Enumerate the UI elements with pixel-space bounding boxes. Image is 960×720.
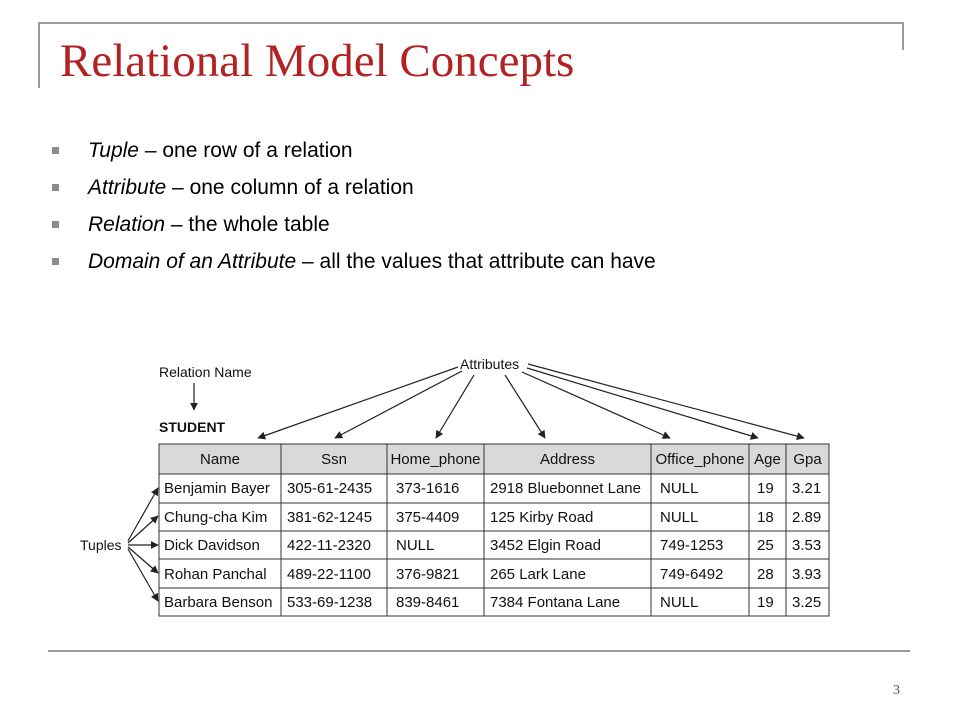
bullet-term: Relation [88, 213, 166, 236]
bullet-square-icon [52, 147, 59, 154]
slide-title: Relational Model Concepts [60, 35, 575, 87]
cell-address: 3452 Elgin Road [490, 537, 601, 554]
cell-age: 18 [757, 509, 774, 526]
bullet-term: Tuple [88, 139, 139, 162]
cell-address: 2918 Bluebonnet Lane [490, 480, 641, 497]
cell-address: 125 Kirby Road [490, 509, 593, 526]
cell-gpa: 2.89 [792, 509, 821, 526]
cell-name: Rohan Panchal [164, 566, 267, 583]
table-grid [159, 444, 829, 616]
table-row: Benjamin Bayer 305-61-2435 373-1616 2918… [164, 480, 821, 497]
cell-address: 7384 Fontana Lane [490, 594, 620, 611]
cell-age: 28 [757, 566, 774, 583]
cell-age: 19 [757, 480, 774, 497]
cell-name: Dick Davidson [164, 537, 260, 554]
tuple-arrow [127, 515, 159, 544]
table-row: Rohan Panchal 489-22-1100 376-9821 265 L… [164, 566, 821, 583]
cell-office-phone: 749-6492 [660, 566, 723, 583]
tuple-arrow [127, 546, 159, 574]
column-header-home-phone: Home_phone [390, 451, 480, 468]
bullet-square-icon [52, 221, 59, 228]
cell-office-phone: 749-1253 [660, 537, 723, 554]
table-header-background [159, 444, 829, 474]
tuple-arrows [127, 487, 159, 602]
bullet-definition: – all the values that attribute can have [296, 250, 656, 273]
frame-left-line [38, 22, 40, 88]
column-header-name: Name [200, 451, 240, 468]
bullet-square-icon [52, 258, 59, 265]
bullet-text: Relation – the whole table [88, 212, 330, 238]
tuples-label: Tuples [80, 537, 122, 553]
frame-top-line [38, 22, 904, 24]
table-row: Barbara Benson 533-69-1238 839-8461 7384… [164, 594, 821, 611]
bullet-text: Attribute – one column of a relation [88, 175, 414, 201]
attribute-arrow-address [504, 374, 546, 439]
cell-office-phone: NULL [660, 509, 698, 526]
attribute-arrow-ssn [334, 370, 463, 439]
cell-ssn: 305-61-2435 [287, 480, 372, 497]
cell-gpa: 3.93 [792, 566, 821, 583]
attribute-arrow-name [257, 366, 459, 440]
column-header-age: Age [754, 451, 781, 468]
cell-ssn: 422-11-2320 [287, 537, 371, 554]
attribute-arrow-home-phone [435, 374, 475, 439]
bullet-term: Domain of an Attribute [88, 250, 297, 273]
cell-home-phone: 373-1616 [396, 480, 459, 497]
cell-age: 25 [757, 537, 774, 554]
bullet-definition: – one column of a relation [166, 176, 414, 199]
cell-ssn: 381-62-1245 [287, 509, 372, 526]
relation-name-label: Relation Name [159, 364, 252, 380]
page-number: 3 [893, 683, 900, 698]
table-name: STUDENT [159, 419, 226, 435]
cell-office-phone: NULL [660, 594, 698, 611]
attribute-arrow-gpa [527, 363, 805, 440]
cell-name: Benjamin Bayer [164, 480, 270, 497]
bullet-text: Domain of an Attribute – all the values … [88, 249, 656, 275]
column-header-address: Address [540, 451, 595, 468]
bullet-definition: – one row of a relation [138, 139, 353, 162]
cell-home-phone: 375-4409 [396, 509, 459, 526]
header-row: Name Ssn Home_phone Address Office_phone… [200, 451, 822, 468]
frame-right-line [902, 22, 904, 50]
attribute-arrow-office-phone [521, 371, 671, 439]
table-row: Chung-cha Kim 381-62-1245 375-4409 125 K… [164, 509, 821, 526]
cell-gpa: 3.25 [792, 594, 821, 611]
cell-address: 265 Lark Lane [490, 566, 586, 583]
student-table: Name Ssn Home_phone Address Office_phone… [158, 443, 830, 617]
cell-age: 19 [757, 594, 774, 611]
bullet-definition: – the whole table [165, 213, 330, 236]
attributes-label: Attributes [460, 356, 519, 372]
cell-ssn: 533-69-1238 [287, 594, 372, 611]
frame-bottom-line [48, 650, 910, 652]
attribute-arrow-age [526, 367, 759, 440]
column-header-gpa: Gpa [793, 451, 822, 468]
cell-office-phone: NULL [660, 480, 698, 497]
cell-home-phone: 839-8461 [396, 594, 459, 611]
bullet-square-icon [52, 184, 59, 191]
bullet-text: Tuple – one row of a relation [88, 138, 353, 164]
cell-ssn: 489-22-1100 [287, 566, 371, 583]
tuple-arrow [127, 487, 159, 542]
cell-name: Chung-cha Kim [164, 509, 267, 526]
column-header-ssn: Ssn [321, 451, 347, 468]
table-outline [158, 443, 830, 617]
bullet-term: Attribute [88, 176, 167, 199]
tuple-arrow [127, 548, 159, 602]
attribute-arrows [257, 363, 805, 440]
column-header-office-phone: Office_phone [656, 451, 745, 468]
cell-home-phone: 376-9821 [396, 566, 459, 583]
cell-gpa: 3.21 [792, 480, 821, 497]
table-row: Dick Davidson 422-11-2320 NULL 3452 Elgi… [164, 537, 821, 554]
cell-name: Barbara Benson [164, 594, 272, 611]
cell-home-phone: NULL [396, 537, 434, 554]
cell-gpa: 3.53 [792, 537, 821, 554]
